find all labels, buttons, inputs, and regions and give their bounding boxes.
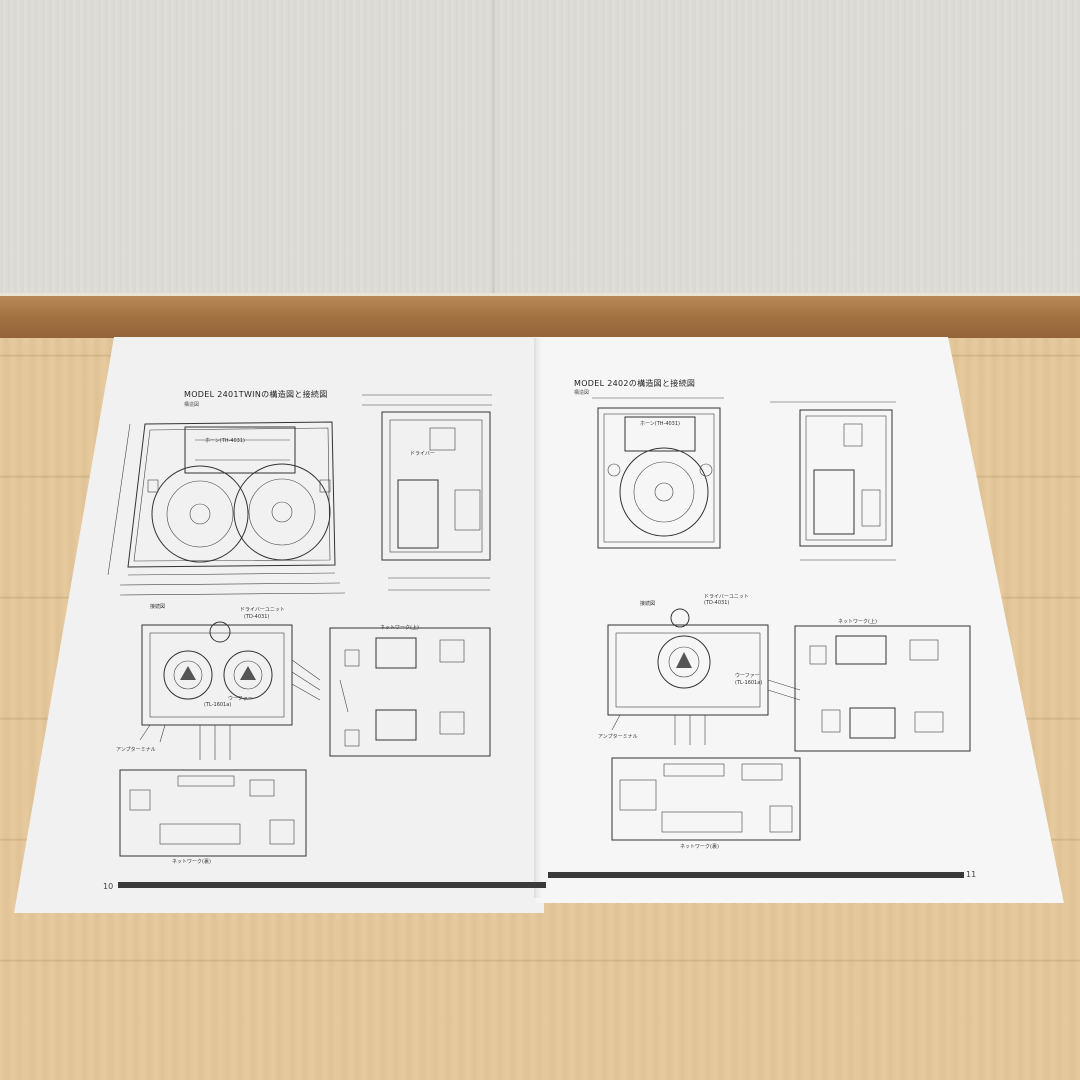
left-network-lower: [119, 769, 307, 857]
left-amp-terminal-label: アンプターミナル: [116, 747, 156, 753]
left-woofer-code: (TL-1601a): [204, 702, 232, 708]
left-woofer-label: ウーファー: [228, 696, 253, 702]
right-footer-bar: [548, 872, 964, 878]
right-horn-label: ホーン(TH-4031): [640, 421, 680, 427]
right-connection-label: 接続図: [640, 601, 656, 607]
right-front-view: [592, 397, 724, 549]
right-page-number: 11: [966, 870, 977, 879]
left-page-number: 10: [103, 882, 114, 891]
right-page-title: MODEL 2402の構造図と接続図: [574, 379, 696, 388]
wall-seam: [492, 0, 495, 300]
right-side-view: [770, 401, 896, 561]
right-network-upper-label: ネットワーク(上): [838, 619, 877, 625]
right-page-subtitle: 構造図: [574, 390, 590, 396]
left-driver-unit-label: ドライバーユニット: [240, 607, 285, 613]
left-horn-label: ホーン(TH-4031): [205, 438, 245, 444]
left-side-view: [362, 394, 492, 591]
baseboard: [0, 296, 1080, 338]
right-connection-diagram: [607, 608, 801, 745]
left-connection-diagram: [139, 621, 321, 760]
right-network-lower-label: ネットワーク(裏): [680, 844, 719, 850]
left-front-view: [107, 421, 346, 596]
left-page-title: MODEL 2401TWINの構造図と接続図: [184, 390, 328, 399]
left-footer-bar: [118, 882, 546, 888]
right-network-lower: [611, 757, 801, 841]
left-driver-label: ドライバー: [410, 451, 435, 457]
right-woofer-code: (TL-1601a): [735, 680, 763, 686]
booklet-gutter: [534, 338, 542, 898]
left-network-upper: [329, 627, 491, 757]
right-amp-terminal-label: アンプターミナル: [598, 734, 638, 740]
left-driver-unit-code: (TD-4031): [244, 614, 270, 620]
left-connection-label: 接続図: [150, 604, 166, 610]
right-woofer-label: ウーファー: [735, 673, 760, 679]
right-driver-unit-code: (TD-4031): [704, 600, 730, 606]
wall: [0, 0, 1080, 300]
baseboard-trim: [0, 293, 1080, 297]
left-network-lower-label: ネットワーク(裏): [172, 859, 211, 865]
right-network-upper: [794, 625, 971, 752]
right-driver-unit-label: ドライバーユニット: [704, 594, 749, 600]
left-page-subtitle: 構造図: [184, 402, 200, 408]
